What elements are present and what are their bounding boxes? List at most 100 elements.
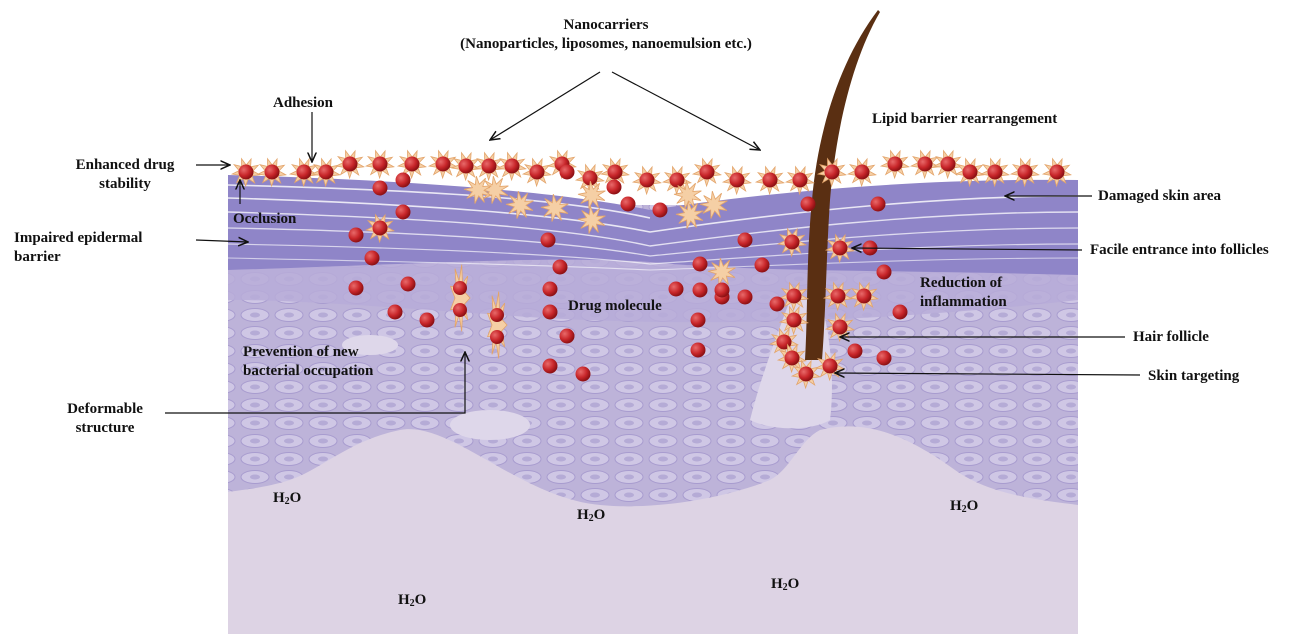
water-label: H2O [273,490,301,507]
nanoparticle-icon [801,197,816,212]
nanocarriers-label: Nanocarriers (Nanoparticles, liposomes, … [416,16,796,54]
water-label: H2O [950,498,978,515]
nanoparticle-icon [541,233,556,248]
nanoparticle-icon [988,165,1003,180]
nanoparticle-icon [373,221,388,236]
nanoparticle-icon [691,313,706,328]
nanoparticle-icon [543,282,558,297]
nanoparticle-icon [738,233,753,248]
nanoparticle-icon [793,173,808,188]
deformable-line2: structure [40,419,170,438]
nanocarriers-title: Nanocarriers [416,16,796,35]
nanoparticle-icon [770,297,785,312]
nanoparticle-icon [349,228,364,243]
damaged-skin-label: Damaged skin area [1098,187,1221,206]
nanoparticle-icon [608,165,623,180]
nanoparticle-icon [373,181,388,196]
nanoparticle-icon [963,165,978,180]
nanoparticle-icon [848,344,863,359]
nanoparticle-icon [787,313,802,328]
nanoparticle-icon [669,282,684,297]
nanoparticle-icon [785,235,800,250]
nanoparticle-icon [693,257,708,272]
nanoparticle-icon [607,180,622,195]
nanoparticle-icon [436,157,451,172]
nanoparticle-icon [833,320,848,335]
nanoparticle-icon [405,157,420,172]
nanoparticle-icon [693,283,708,298]
nanoparticle-icon [401,277,416,292]
skin-targeting-label: Skin targeting [1148,367,1239,386]
nanoparticle-icon [738,290,753,305]
nanoparticle-icon [396,205,411,220]
nanoparticle-icon [1050,165,1065,180]
nanoparticle-icon [825,165,840,180]
enhanced-drug-stability-label: Enhanced drug stability [55,156,195,194]
nanoparticle-icon [1018,165,1033,180]
nanoparticle-icon [388,305,403,320]
nanoparticle-icon [670,173,685,188]
nanoparticle-icon [918,157,933,172]
nanoparticle-icon [700,165,715,180]
nanocarriers-subtitle: (Nanoparticles, liposomes, nanoemulsion … [416,35,796,54]
nanoparticle-icon [893,305,908,320]
prevention-label: Prevention of new bacterial occupation [243,343,373,381]
impaired-barrier-label: Impaired epidermal barrier [14,229,142,267]
nanoparticle-icon [831,289,846,304]
facile-entrance-label: Facile entrance into follicles [1090,241,1269,260]
enhanced-line1: Enhanced drug [55,156,195,175]
occlusion-label: Occlusion [233,210,296,229]
nanoparticle-icon [888,157,903,172]
nanoparticle-icon [787,289,802,304]
nanoparticle-icon [349,281,364,296]
nanoparticle-icon [343,157,358,172]
nanoparticle-icon [490,330,504,344]
nanoparticle-icon [560,165,575,180]
nanoparticle-icon [941,157,956,172]
nanoparticle-icon [877,265,892,280]
drug-molecule-label: Drug molecule [568,297,662,316]
reduction-inflammation-label: Reduction of inflammation [920,274,1007,312]
nanoparticle-icon [621,197,636,212]
nanoparticle-icon [365,251,380,266]
nanoparticle-icon [560,329,575,344]
nanoparticle-icon [453,303,467,317]
nanoparticle-icon [505,159,520,174]
enhanced-line2: stability [55,175,195,194]
impaired-line2: barrier [14,248,142,267]
nanoparticle-icon [823,359,838,374]
impaired-line1: Impaired epidermal [14,229,142,248]
nanoparticle-icon [543,305,558,320]
water-label: H2O [771,576,799,593]
reduction-line1: Reduction of [920,274,1007,293]
nanoparticle-icon [453,281,467,295]
nanoparticle-icon [239,165,254,180]
nanoparticle-icon [482,159,497,174]
nanoparticle-icon [297,165,312,180]
nanoparticle-icon [265,165,280,180]
lipid-barrier-label: Lipid barrier rearrangement [872,110,1057,129]
nanoparticle-icon [855,165,870,180]
nanoparticle-icon [640,173,655,188]
water-label: H2O [577,507,605,524]
nanoparticle-icon [553,260,568,275]
reduction-line2: inflammation [920,293,1007,312]
nanoparticle-icon [319,165,334,180]
hair-follicle-label: Hair follicle [1133,328,1209,347]
nanoparticle-icon [763,173,778,188]
deformable-line1: Deformable [40,400,170,419]
lipid-droplet [450,410,530,440]
nanoparticle-icon [543,359,558,374]
nanoparticle-icon [833,241,848,256]
prevention-line2: bacterial occupation [243,362,373,381]
nanoparticle-icon [871,197,886,212]
nanoparticle-icon [459,159,474,174]
nanoparticle-icon [653,203,668,218]
prevention-line1: Prevention of new [243,343,373,362]
nanoparticle-icon [576,367,591,382]
nanoparticle-icon [373,157,388,172]
nanoparticle-icon [715,283,730,298]
nanoparticle-icon [785,351,800,366]
